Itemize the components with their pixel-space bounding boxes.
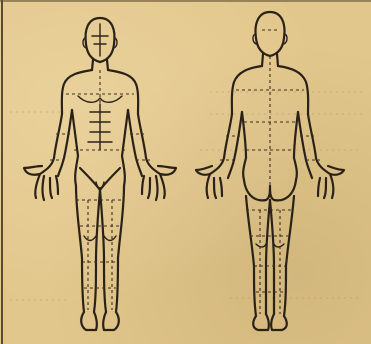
back-view-figure — [196, 12, 344, 330]
bleed-through-text — [10, 92, 365, 300]
front-view-figure — [24, 18, 176, 330]
